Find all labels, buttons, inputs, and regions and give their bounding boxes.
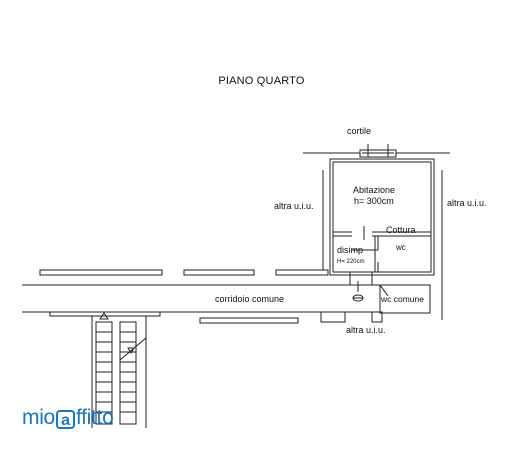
- staircase: [91, 312, 147, 428]
- label-height-small: H= 220cm: [337, 259, 365, 265]
- label-cortile: cortile: [347, 126, 372, 136]
- label-wc: wc: [396, 243, 406, 252]
- label-altra-bottom: altra u.i.u.: [346, 325, 386, 335]
- courtyard-window-symbol: [359, 144, 397, 158]
- label-corridoio: corridoio comune: [215, 294, 285, 304]
- entrance-symbol: [352, 281, 364, 302]
- logo-at-icon: a: [55, 410, 75, 429]
- label-wc-comune: wc comune: [381, 294, 424, 304]
- label-disimp: disimp: [337, 245, 364, 255]
- label-cottura: Cottura: [386, 225, 416, 235]
- plan-title: PIANO QUARTO: [218, 75, 305, 87]
- label-altra-left: altra u.i.u.: [274, 201, 314, 211]
- logo-prefix: mio: [22, 406, 55, 429]
- label-abitazione: Abitazione: [353, 185, 396, 195]
- label-altra-right: altra u.i.u.: [447, 198, 487, 208]
- logo-suffix: ffitto: [75, 406, 114, 429]
- label-height-main: h= 300cm: [354, 196, 394, 206]
- apartment-walls: [329, 158, 435, 276]
